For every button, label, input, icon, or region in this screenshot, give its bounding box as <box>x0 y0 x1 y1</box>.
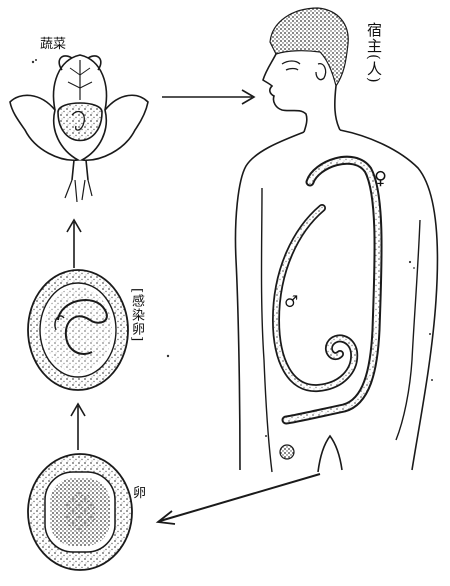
host-eyebrow <box>282 61 300 64</box>
vegetable-illustration <box>10 55 148 202</box>
host-hair <box>270 8 348 86</box>
embryonated-egg-illustration <box>28 270 128 390</box>
host-ear <box>316 64 326 80</box>
host-neck-back <box>335 86 340 130</box>
label-embryonated-egg: [感染卵] <box>130 288 143 342</box>
egg-illustration <box>28 454 132 570</box>
male-symbol: ♂ <box>284 294 298 310</box>
host-figure <box>235 8 437 472</box>
host-arm-right <box>396 220 420 440</box>
label-egg: 卵 <box>133 487 146 500</box>
worms <box>276 160 378 420</box>
host-arm-left <box>262 188 273 472</box>
arrow-to-egg <box>160 474 320 521</box>
host-crotch <box>318 436 342 472</box>
female-symbol: ♀ <box>374 170 387 188</box>
host-face <box>263 54 307 132</box>
host-eye <box>286 69 298 71</box>
label-host: 宿主(人) <box>366 22 381 84</box>
exit-dot <box>280 445 294 459</box>
host-torso-right <box>340 130 437 470</box>
label-vegetable: 蔬菜 <box>40 38 66 51</box>
